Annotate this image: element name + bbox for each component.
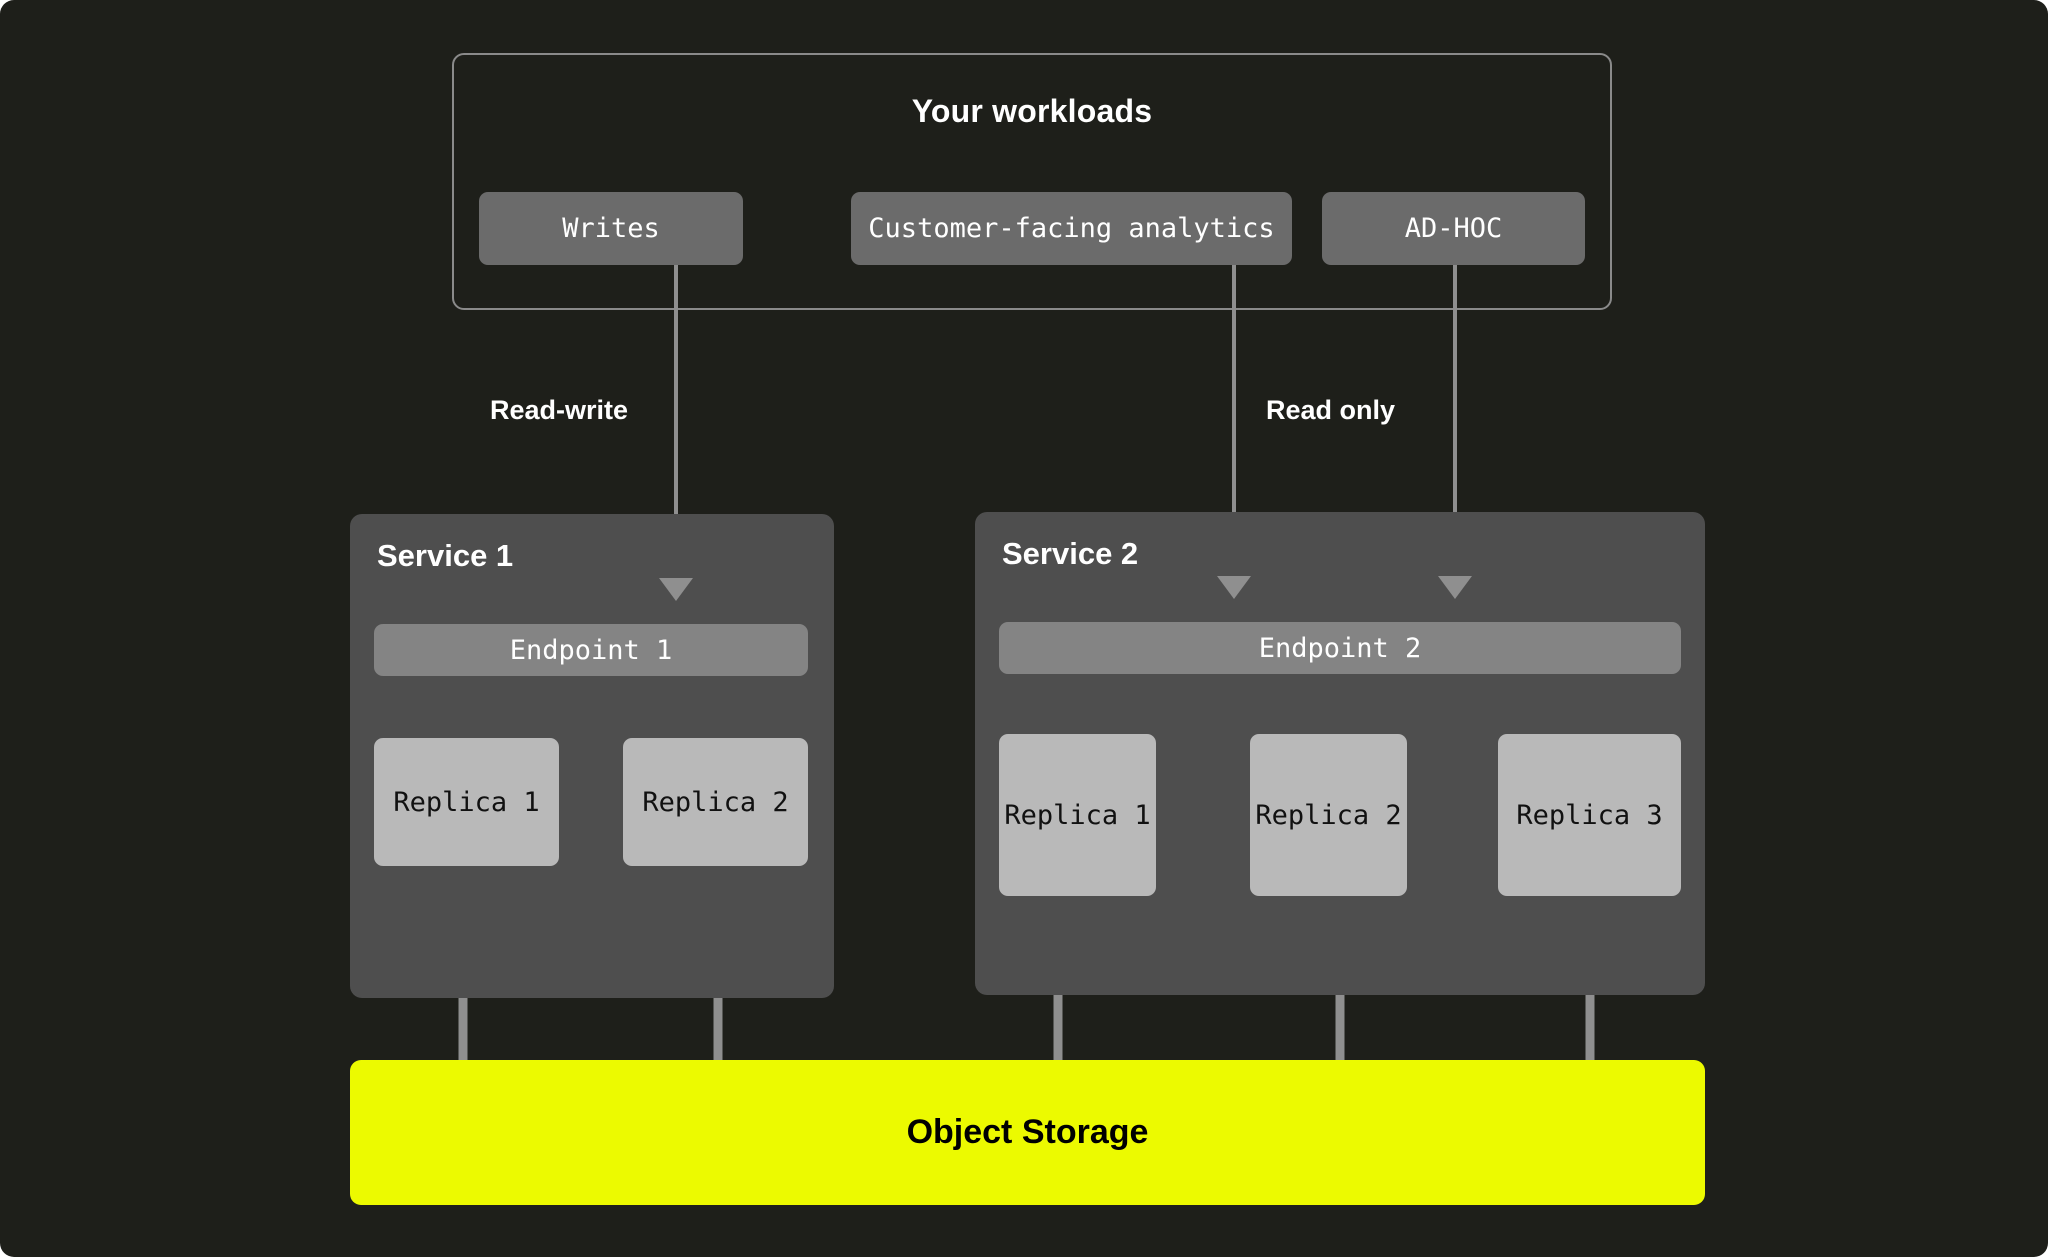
workload-chip-adhoc[interactable]: AD-HOC xyxy=(1322,192,1585,265)
workload-chip-writes[interactable]: Writes xyxy=(479,192,743,265)
endpoint-1[interactable]: Endpoint 1 xyxy=(374,624,808,676)
service-2-replica-1[interactable]: Replica 1 xyxy=(999,734,1156,896)
endpoint-2[interactable]: Endpoint 2 xyxy=(999,622,1681,674)
workload-chip-analytics[interactable]: Customer-facing analytics xyxy=(851,192,1292,265)
service-2-replica-3[interactable]: Replica 3 xyxy=(1498,734,1681,896)
service-1-replica-2[interactable]: Replica 2 xyxy=(623,738,808,866)
service-box-2[interactable]: Service 2 Endpoint 2 Replica 1 Replica 2… xyxy=(975,512,1705,995)
service-1-title: Service 1 xyxy=(377,538,514,573)
workloads-title: Your workloads xyxy=(911,93,1153,129)
service-box-1[interactable]: Service 1 Endpoint 1 Replica 1 Replica 2 xyxy=(350,514,834,998)
edge-label-read-write: Read-write xyxy=(490,395,629,425)
workloads-container: Your workloads xyxy=(452,53,1612,310)
object-storage-bar[interactable]: Object Storage xyxy=(350,1060,1705,1205)
service-2-replica-2[interactable]: Replica 2 xyxy=(1250,734,1407,896)
edge-label-read-only: Read only xyxy=(1266,395,1396,425)
service-1-replica-1[interactable]: Replica 1 xyxy=(374,738,559,866)
service-2-title: Service 2 xyxy=(1002,536,1139,571)
